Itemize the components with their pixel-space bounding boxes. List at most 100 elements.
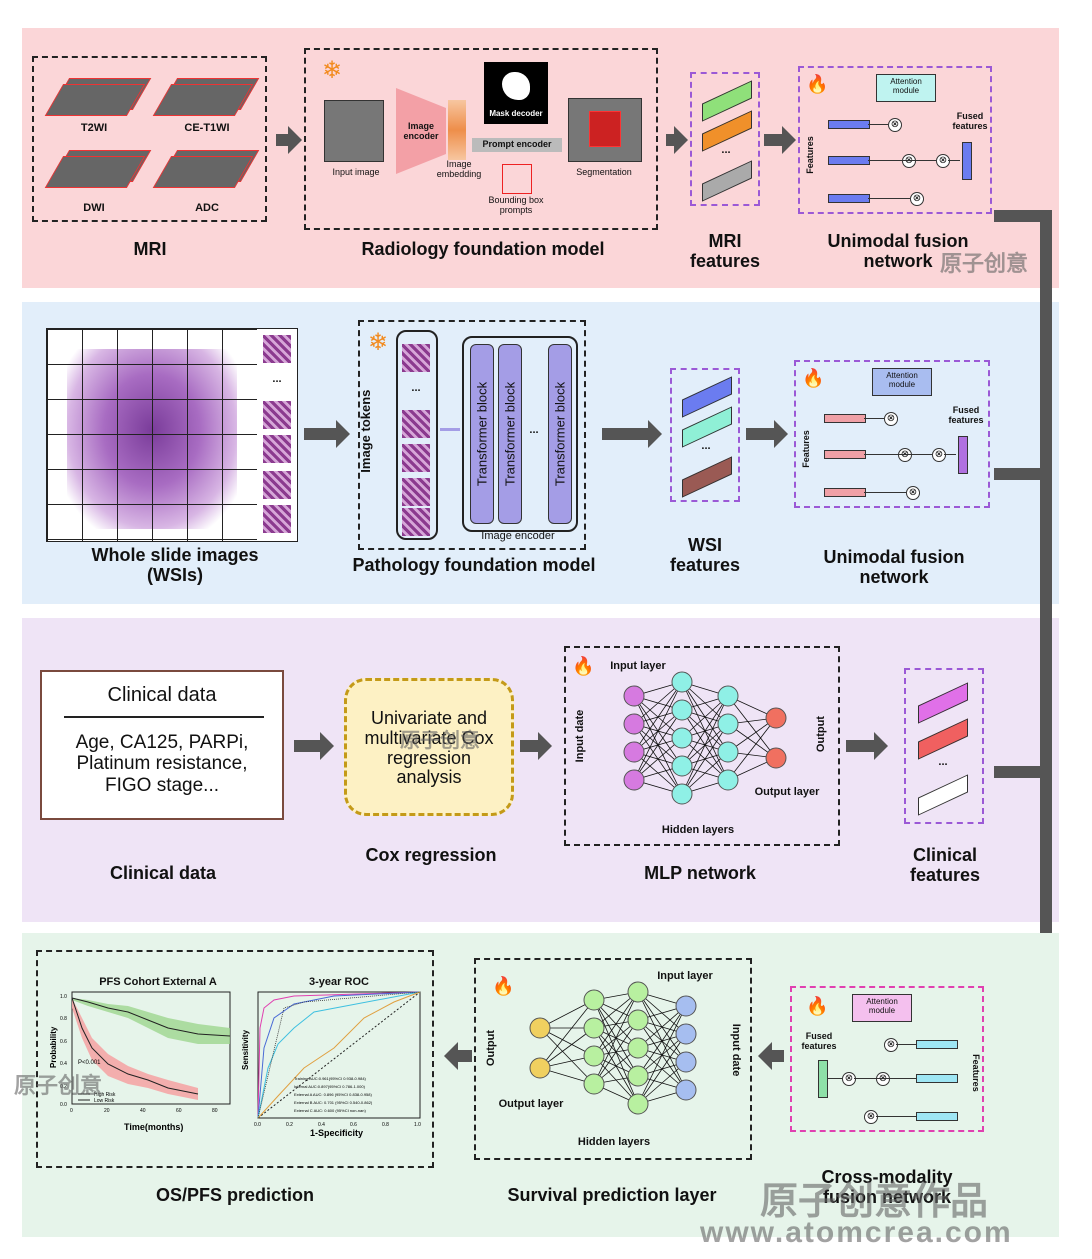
survival-input-label: Input layer xyxy=(657,970,713,982)
feature-vector-brown xyxy=(682,456,732,498)
segmentation-image xyxy=(568,98,642,162)
dwi-label: DWI xyxy=(83,202,105,214)
snowflake-icon-2: ❄ xyxy=(368,329,389,356)
fused-features-label-3: Fused features xyxy=(801,1031,837,1051)
mri-fusion-title: Unimodal fusion network xyxy=(827,231,969,271)
connector xyxy=(944,454,956,455)
token-2 xyxy=(402,410,430,438)
km-ytick: 1.0 xyxy=(60,994,67,1000)
feature-bar-8 xyxy=(916,1074,958,1083)
attention-label-3: Attention module xyxy=(866,997,898,1015)
roc-xtick: 0.0 xyxy=(254,1122,261,1128)
wsi-features-title: WSI features xyxy=(669,535,741,575)
survival-input-side: Input date xyxy=(730,1023,743,1077)
connector xyxy=(864,418,884,419)
watermark-url: www.atomcrea.com xyxy=(700,1216,1013,1249)
clinical-box-text: Age, CA125, PARPi, Platinum resistance, … xyxy=(75,732,249,796)
feature-bar-7 xyxy=(916,1040,958,1049)
otimes-9: ⊗ xyxy=(884,1038,898,1052)
token-3 xyxy=(402,444,430,472)
fire-icon-3: 🔥 xyxy=(572,656,595,676)
otimes-7: ⊗ xyxy=(932,448,946,462)
clinical-features-box: ... xyxy=(904,668,984,824)
feature-vector-white xyxy=(918,774,968,816)
otimes-4: ⊗ xyxy=(910,192,924,206)
watermark-big: 原子创意作品 xyxy=(760,1181,989,1223)
arrow-features-to-fusion-2 xyxy=(746,420,788,448)
ce-t1wi-image-2 xyxy=(152,84,254,116)
bbox-prompt-icon xyxy=(502,164,532,194)
km-legend-high: High Risk xyxy=(94,1092,116,1098)
transformer-block-label: Transformer block xyxy=(474,381,490,487)
mlp-output-label: Output layer xyxy=(754,786,820,798)
survival-title: Survival prediction layer xyxy=(507,1185,717,1205)
roc-legend-item: External C AUC: 0.600 (95%CI non-nan) xyxy=(294,1108,366,1113)
fire-icon: 🔥 xyxy=(806,74,829,94)
patch-3 xyxy=(263,435,291,463)
feature-bar-4 xyxy=(824,414,866,423)
features-side-label-3: Features xyxy=(970,1054,981,1092)
connector xyxy=(876,1116,916,1117)
connector xyxy=(864,454,932,455)
connector xyxy=(864,492,906,493)
transformer-block-label: Transformer block xyxy=(502,381,518,487)
wsi-title: Whole slide images (WSIs) xyxy=(91,545,259,585)
roc-chart: Training AUC:0.961(95%CI 0.938-0.984) In… xyxy=(241,991,421,1138)
pathology-model-box: ❄ ... Image tokens Transformer block Tra… xyxy=(358,320,586,550)
survival-hidden-label: Hidden layers xyxy=(577,1136,651,1148)
input-image xyxy=(324,100,384,162)
mask-shape xyxy=(502,72,530,100)
connector xyxy=(948,160,960,161)
block-dots: ... xyxy=(529,424,539,436)
image-encoder-shape xyxy=(396,88,446,174)
token-4 xyxy=(402,478,430,506)
prompt-encoder-label: Prompt encoder xyxy=(482,139,552,149)
clinical-data-box: Clinical data Age, CA125, PARPi, Platinu… xyxy=(40,670,284,820)
roc-xtick: 0.6 xyxy=(350,1122,357,1128)
feature-bar-5 xyxy=(824,450,866,459)
patch-dots: ... xyxy=(272,373,282,385)
features-dots: ... xyxy=(721,144,731,156)
image-encoder-box: Transformer block Transformer block ... … xyxy=(462,336,578,532)
roc-title: 3-year ROC xyxy=(309,976,369,988)
token-5 xyxy=(402,508,430,536)
roc-xtick: 0.8 xyxy=(382,1122,389,1128)
mri-sequences-box: T2WI CE-T1WI DWI ADC xyxy=(32,56,267,222)
fused-feature-bar-3 xyxy=(818,1060,828,1098)
otimes-8: ⊗ xyxy=(906,486,920,500)
watermark-1: 原子创意 xyxy=(940,251,1029,276)
feature-bar-1 xyxy=(828,120,870,129)
arrow-wsi-to-model xyxy=(304,420,350,448)
roc-xtick: 0.4 xyxy=(318,1122,325,1128)
mri-title: MRI xyxy=(133,239,167,259)
cox-box: Univariate and multivariate Cox regressi… xyxy=(344,678,514,816)
adc-label: ADC xyxy=(195,202,219,214)
arrow-cross-to-survival xyxy=(758,1042,784,1070)
transformer-block-3: Transformer block xyxy=(548,344,572,524)
mlp-input-side: Input date xyxy=(573,709,586,763)
km-xtick: 40 xyxy=(140,1108,146,1114)
t2wi-label: T2WI xyxy=(80,122,108,134)
connector xyxy=(868,124,888,125)
wsi-fusion-box: 🔥 Attention module ⊗ ⊗ ⊗ ⊗ Fused feature… xyxy=(794,360,990,508)
wsi-features-box: ... xyxy=(670,368,740,502)
roc-legend-item: External B AUC: 0.701 (95%CI 0.540-0.862… xyxy=(294,1100,373,1105)
roc-legend-item: External A AUC: 0.896 (95%CI 0.838-0.958… xyxy=(294,1092,372,1097)
cox-text: Univariate and multivariate Cox regressi… xyxy=(364,708,494,788)
token-1 xyxy=(402,344,430,372)
feature-bar-6 xyxy=(824,488,866,497)
otimes-11: ⊗ xyxy=(842,1072,856,1086)
wsi-slide: ... xyxy=(46,328,298,542)
mlp-hidden-label: Hidden layers xyxy=(661,824,735,836)
mlp-input-label: Input layer xyxy=(610,660,666,672)
prediction-charts-box: PFS Cohort External A P<0.001 High Risk … xyxy=(36,950,434,1168)
arrow-model-to-wsi-features xyxy=(602,420,662,448)
transformer-block-1: Transformer block xyxy=(470,344,494,524)
km-chart: P<0.001 High Risk Low Risk 1.0 0.8 0.6 0… xyxy=(49,991,231,1132)
survival-network-svg xyxy=(529,981,697,1115)
roc-ylabel: Sensitivity xyxy=(241,1029,250,1070)
mask-decoder-box: Mask decoder xyxy=(484,62,548,124)
image-tokens-label: Image tokens xyxy=(357,389,373,473)
token-dots: ... xyxy=(411,382,421,394)
attention-label-2: Attention module xyxy=(886,371,918,389)
